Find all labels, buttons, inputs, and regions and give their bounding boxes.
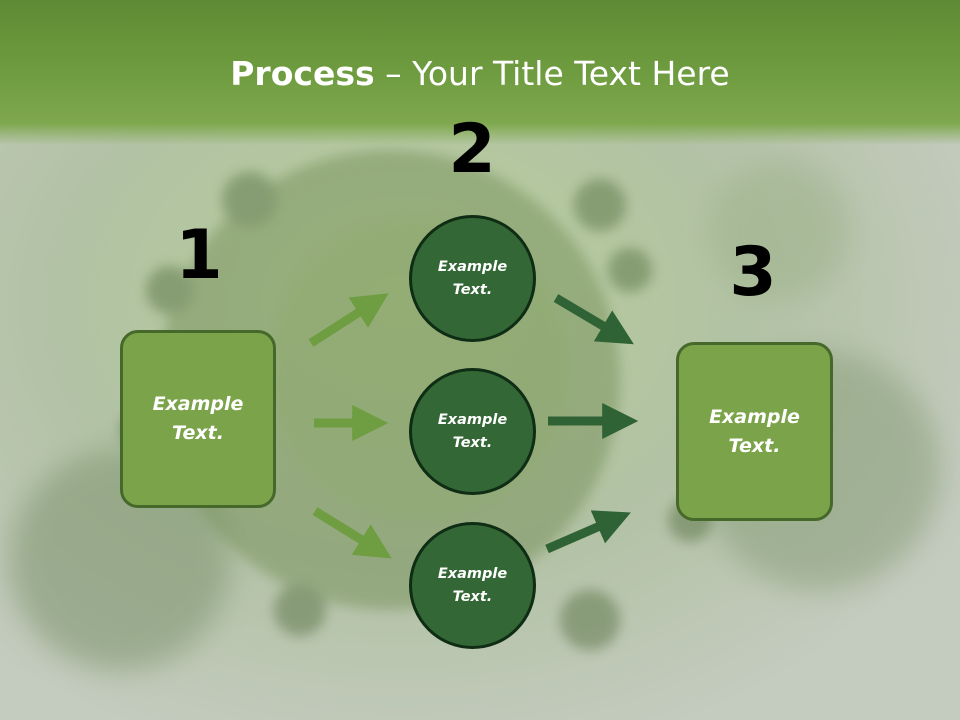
circle-top-label: Example Text.: [437, 258, 508, 298]
arrow-box1-to-circle-top: [308, 293, 389, 347]
step-2-circle-bottom: Example Text.: [409, 522, 536, 649]
step-1-label: Example Text.: [152, 393, 244, 444]
arrow-box1-to-circle-bottom: [312, 507, 392, 559]
title-banner: [0, 0, 960, 145]
step-number-3: 3: [729, 233, 777, 312]
arrow-circle-bottom-to-box3: [545, 510, 631, 554]
title-rest-text: – Your Title Text Here: [374, 54, 730, 93]
step-2-circle-middle: Example Text.: [409, 368, 536, 495]
circle-bottom-label: Example Text.: [437, 565, 508, 605]
slide-title: Process – Your Title Text Here: [0, 52, 960, 96]
arrow-circle-top-to-box3: [553, 294, 634, 345]
title-bold-text: Process: [230, 54, 375, 93]
step-number-2: 2: [448, 110, 496, 189]
step-3-label: Example Text.: [709, 405, 800, 457]
circle-middle-label: Example Text.: [437, 411, 508, 451]
step-1-box: Example Text.: [120, 330, 276, 508]
step-number-1: 1: [175, 216, 223, 295]
step-2-circle-top: Example Text.: [409, 215, 536, 342]
step-3-box: Example Text.: [676, 342, 833, 521]
